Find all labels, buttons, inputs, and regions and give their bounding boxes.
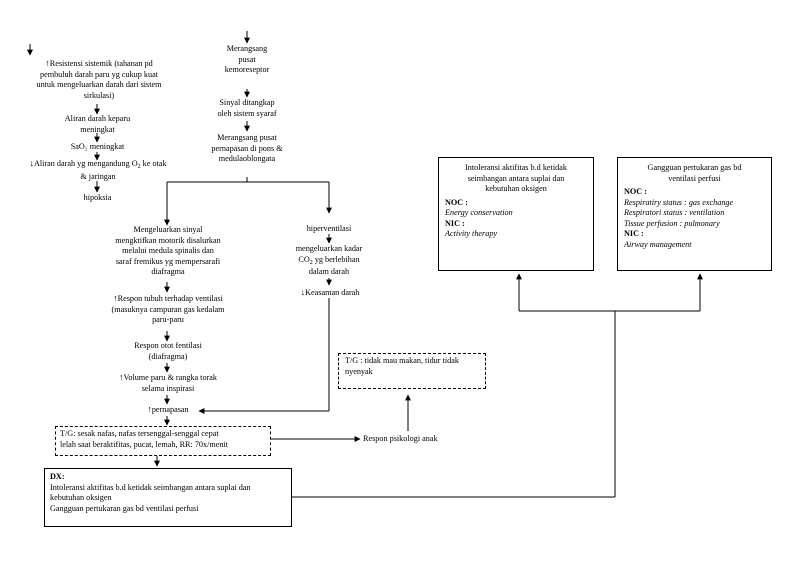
signs-symptoms-box: T/G: sesak nafas, nafas tersenggal-sengg… bbox=[55, 426, 271, 456]
diagnosis-box: DX: Intoleransi aktifitas b.d ketidak se… bbox=[44, 468, 292, 527]
activity-intolerance-box: Intoleransi aktifitas b.d ketidak seimba… bbox=[438, 157, 594, 271]
blood-acidity-node: Keasaman darah bbox=[282, 287, 378, 299]
chemoreceptor-node: Merangsang pusat kemoreseptor bbox=[224, 44, 270, 74]
sao2-node: SaO₂ meningkat bbox=[70, 142, 125, 151]
motor-signal-node: Mengeluarkan sinyal mengktifkan motorik … bbox=[115, 225, 221, 276]
activity-box-title: Intoleransi aktifitas b.d ketidak seimba… bbox=[465, 163, 567, 193]
hypoxia-node: hipoksia bbox=[83, 193, 112, 202]
muscle-response-node: Respon otot fentilasi (diafragma) bbox=[134, 341, 202, 361]
nerve-signal-node: Sinyal ditangkap oleh sistem syaraf bbox=[217, 98, 277, 118]
systemic-resistance-node: Resistensi sistemik (tahanan pd pembuluh… bbox=[14, 58, 184, 101]
decrease-arrow-icon bbox=[301, 288, 306, 297]
gas-box-title: Gangguan pertukaran gas bd ventilasi per… bbox=[647, 163, 742, 183]
co2-release-node: mengeluarkan kadar CO2 yg berlebihan dal… bbox=[295, 244, 363, 277]
increase-arrow-icon bbox=[45, 59, 50, 68]
increase-arrow-icon bbox=[119, 373, 124, 382]
lung-volume-node: Volume paru & rangka torak selama inspir… bbox=[95, 372, 241, 394]
oxygen-flow-node: Aliran darah yg mengandung O2 ke otak & … bbox=[8, 158, 188, 182]
hyperventilation-node: hiperventilasi bbox=[306, 224, 352, 233]
psychological-response-node: Respon psikologi anak bbox=[363, 434, 438, 443]
gas-exchange-box: Gangguan pertukaran gas bd ventilasi per… bbox=[617, 157, 772, 271]
psychological-signs-box: T/G : tidak mau makan, tidur tidak nyeny… bbox=[338, 353, 486, 389]
breathing-node: pernapasan bbox=[130, 404, 206, 416]
body-ventilation-node: Respon tubuh terhadap ventilasi (masukny… bbox=[92, 293, 244, 326]
increase-arrow-icon bbox=[113, 294, 118, 303]
decrease-arrow-icon bbox=[29, 159, 34, 168]
respiratory-center-node: Merangsang pusat pernapasan di pons & me… bbox=[211, 133, 283, 163]
lung-flow-node: Aliran darah keparu meningkat bbox=[64, 114, 131, 134]
increase-arrow-icon bbox=[147, 405, 152, 414]
